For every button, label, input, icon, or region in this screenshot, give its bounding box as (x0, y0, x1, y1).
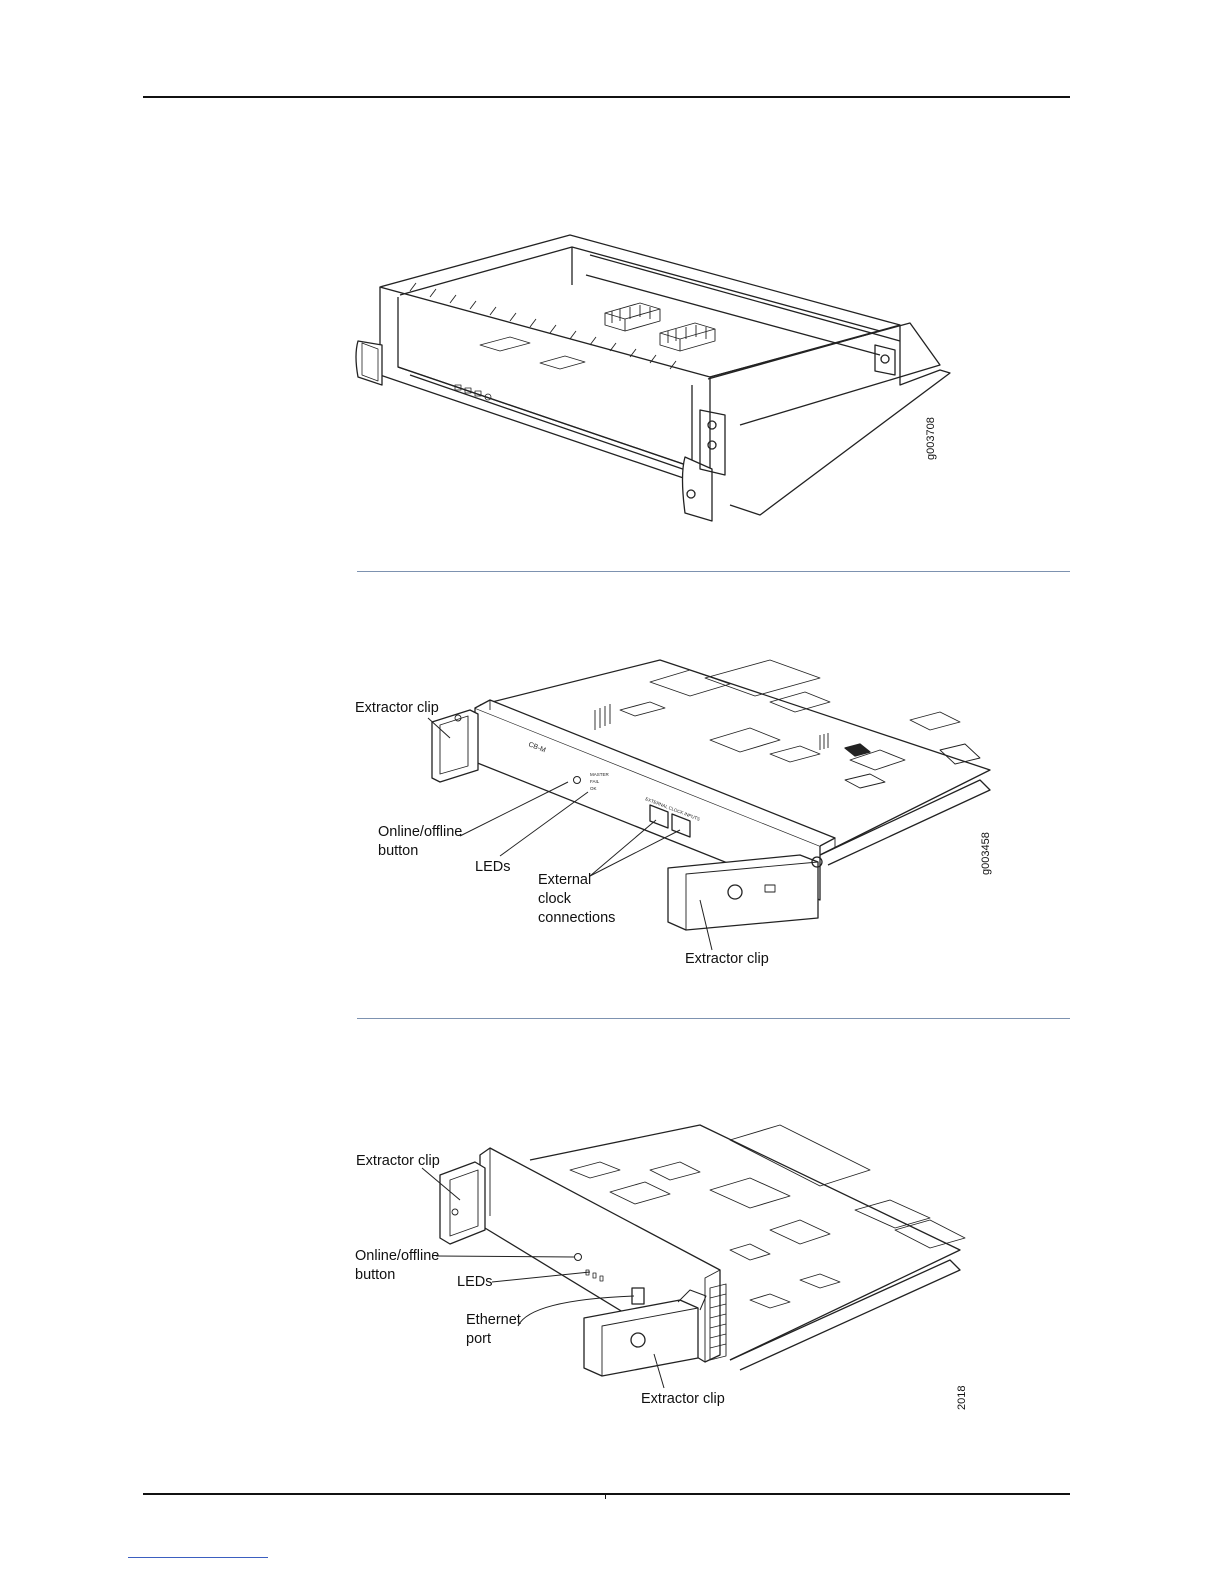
callout-external-clock-connections: External clock connections (538, 871, 615, 928)
figure-separator (357, 1018, 1070, 1019)
figure-1-chassis-drawing: g003708 (340, 225, 960, 530)
callout-online-offline-button: Online/offline button (355, 1247, 439, 1285)
footer-link-underline[interactable] (128, 1557, 268, 1558)
figure-2-cb-m-board-drawing: CB-M MASTER FAIL OK EXTERNAL CLOCK INPUT… (350, 650, 1010, 980)
led-label-ok: OK (590, 786, 597, 791)
footer-rule (143, 1493, 1070, 1495)
leader-online-offline-button (460, 782, 568, 836)
leader-external-clock-b (590, 830, 680, 876)
callout-leds: LEDs (457, 1273, 492, 1292)
header-rule (143, 96, 1070, 98)
figure-separator (357, 571, 1070, 572)
leader-leds (500, 792, 588, 856)
footer-rule-tick (605, 1493, 606, 1499)
callout-online-offline-button: Online/offline button (378, 823, 462, 861)
led-label-master: MASTER (590, 772, 610, 777)
figure-id-label: g003458 (980, 832, 992, 875)
figure-id-label: 2018 (956, 1386, 968, 1410)
callout-extractor-clip-left: Extractor clip (355, 699, 439, 718)
callout-extractor-clip-bottom: Extractor clip (641, 1390, 725, 1409)
callout-extractor-clip-right: Extractor clip (685, 950, 769, 969)
callout-leds: LEDs (475, 858, 510, 877)
led-label-fail: FAIL (590, 779, 600, 784)
callout-extractor-clip-left: Extractor clip (356, 1152, 440, 1171)
leader-external-clock-a (590, 820, 656, 876)
figure-3-board-drawing: Extractor clip Online/offline button LED… (350, 1120, 990, 1420)
callout-ethernet-port: Ethernet port (466, 1311, 521, 1349)
figure-id-label: g003708 (925, 417, 937, 460)
